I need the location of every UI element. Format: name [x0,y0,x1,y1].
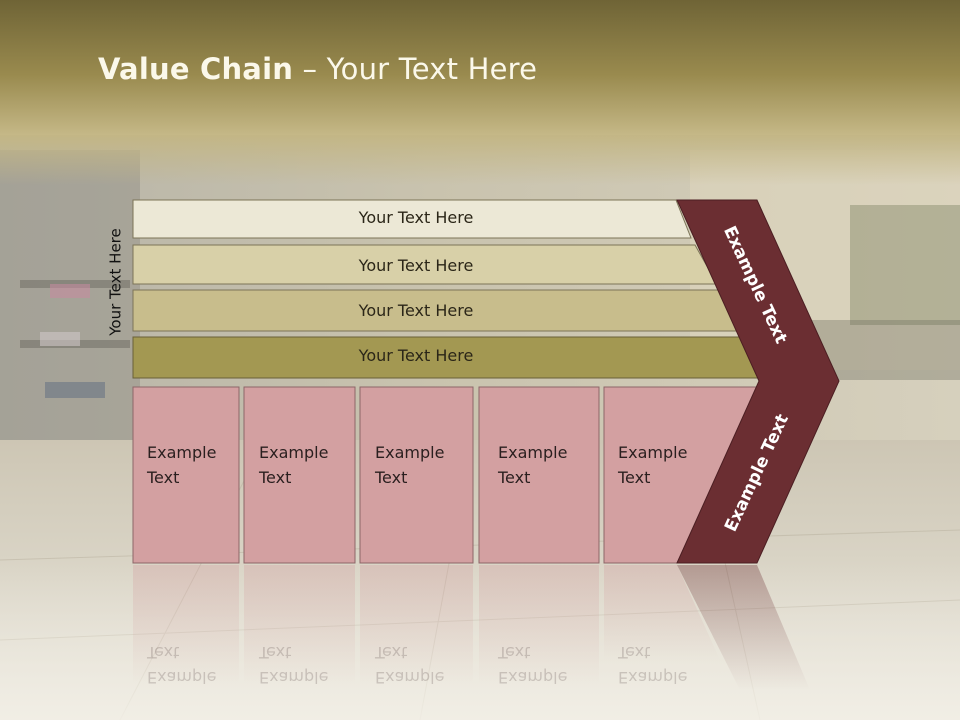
box-5-text: Example Text [618,440,687,490]
box-5-line2: Text [618,468,651,487]
box-3 [359,386,474,564]
folded-clothes [40,332,80,346]
slide-title: Value Chain – Your Text Here [98,52,537,86]
folded-clothes [50,284,90,298]
box-1-line1: Example [147,443,217,462]
box-2-line1: Example [259,443,329,462]
title-rest: – Your Text Here [293,52,538,86]
bar-3-label: Your Text Here [358,301,474,320]
chevron-arrow [676,199,840,564]
title-bold: Value Chain [98,52,294,86]
box-4-line2: Text [498,468,531,487]
left-shelves [0,150,140,450]
folded-clothes [45,382,105,398]
box-1-line2: Text [147,468,180,487]
side-label: Your Text Here [102,208,130,356]
box-2-text: Example Text [259,440,328,490]
title-banner [0,0,960,135]
box-4-line1: Example [498,443,568,462]
hanging-clothes [850,205,960,325]
box-3-text: Example Text [375,440,444,490]
box-1 [132,386,240,564]
bar-4-label: Your Text Here [358,346,474,365]
bar-1-label: Your Text Here [358,208,474,227]
box-2-line2: Text [259,468,292,487]
box-1-text: Example Text [147,440,216,490]
banner-fade [0,135,960,185]
box-4 [478,386,600,564]
side-label-text: Your Text Here [107,228,125,336]
bar-1 [132,199,692,239]
box-3-line2: Text [375,468,408,487]
bar-2-label: Your Text Here [358,256,474,275]
box-4-text: Example Text [498,440,567,490]
box-5-line1: Example [618,443,688,462]
box-3-line1: Example [375,443,445,462]
reflection [133,565,810,690]
box-2 [243,386,356,564]
